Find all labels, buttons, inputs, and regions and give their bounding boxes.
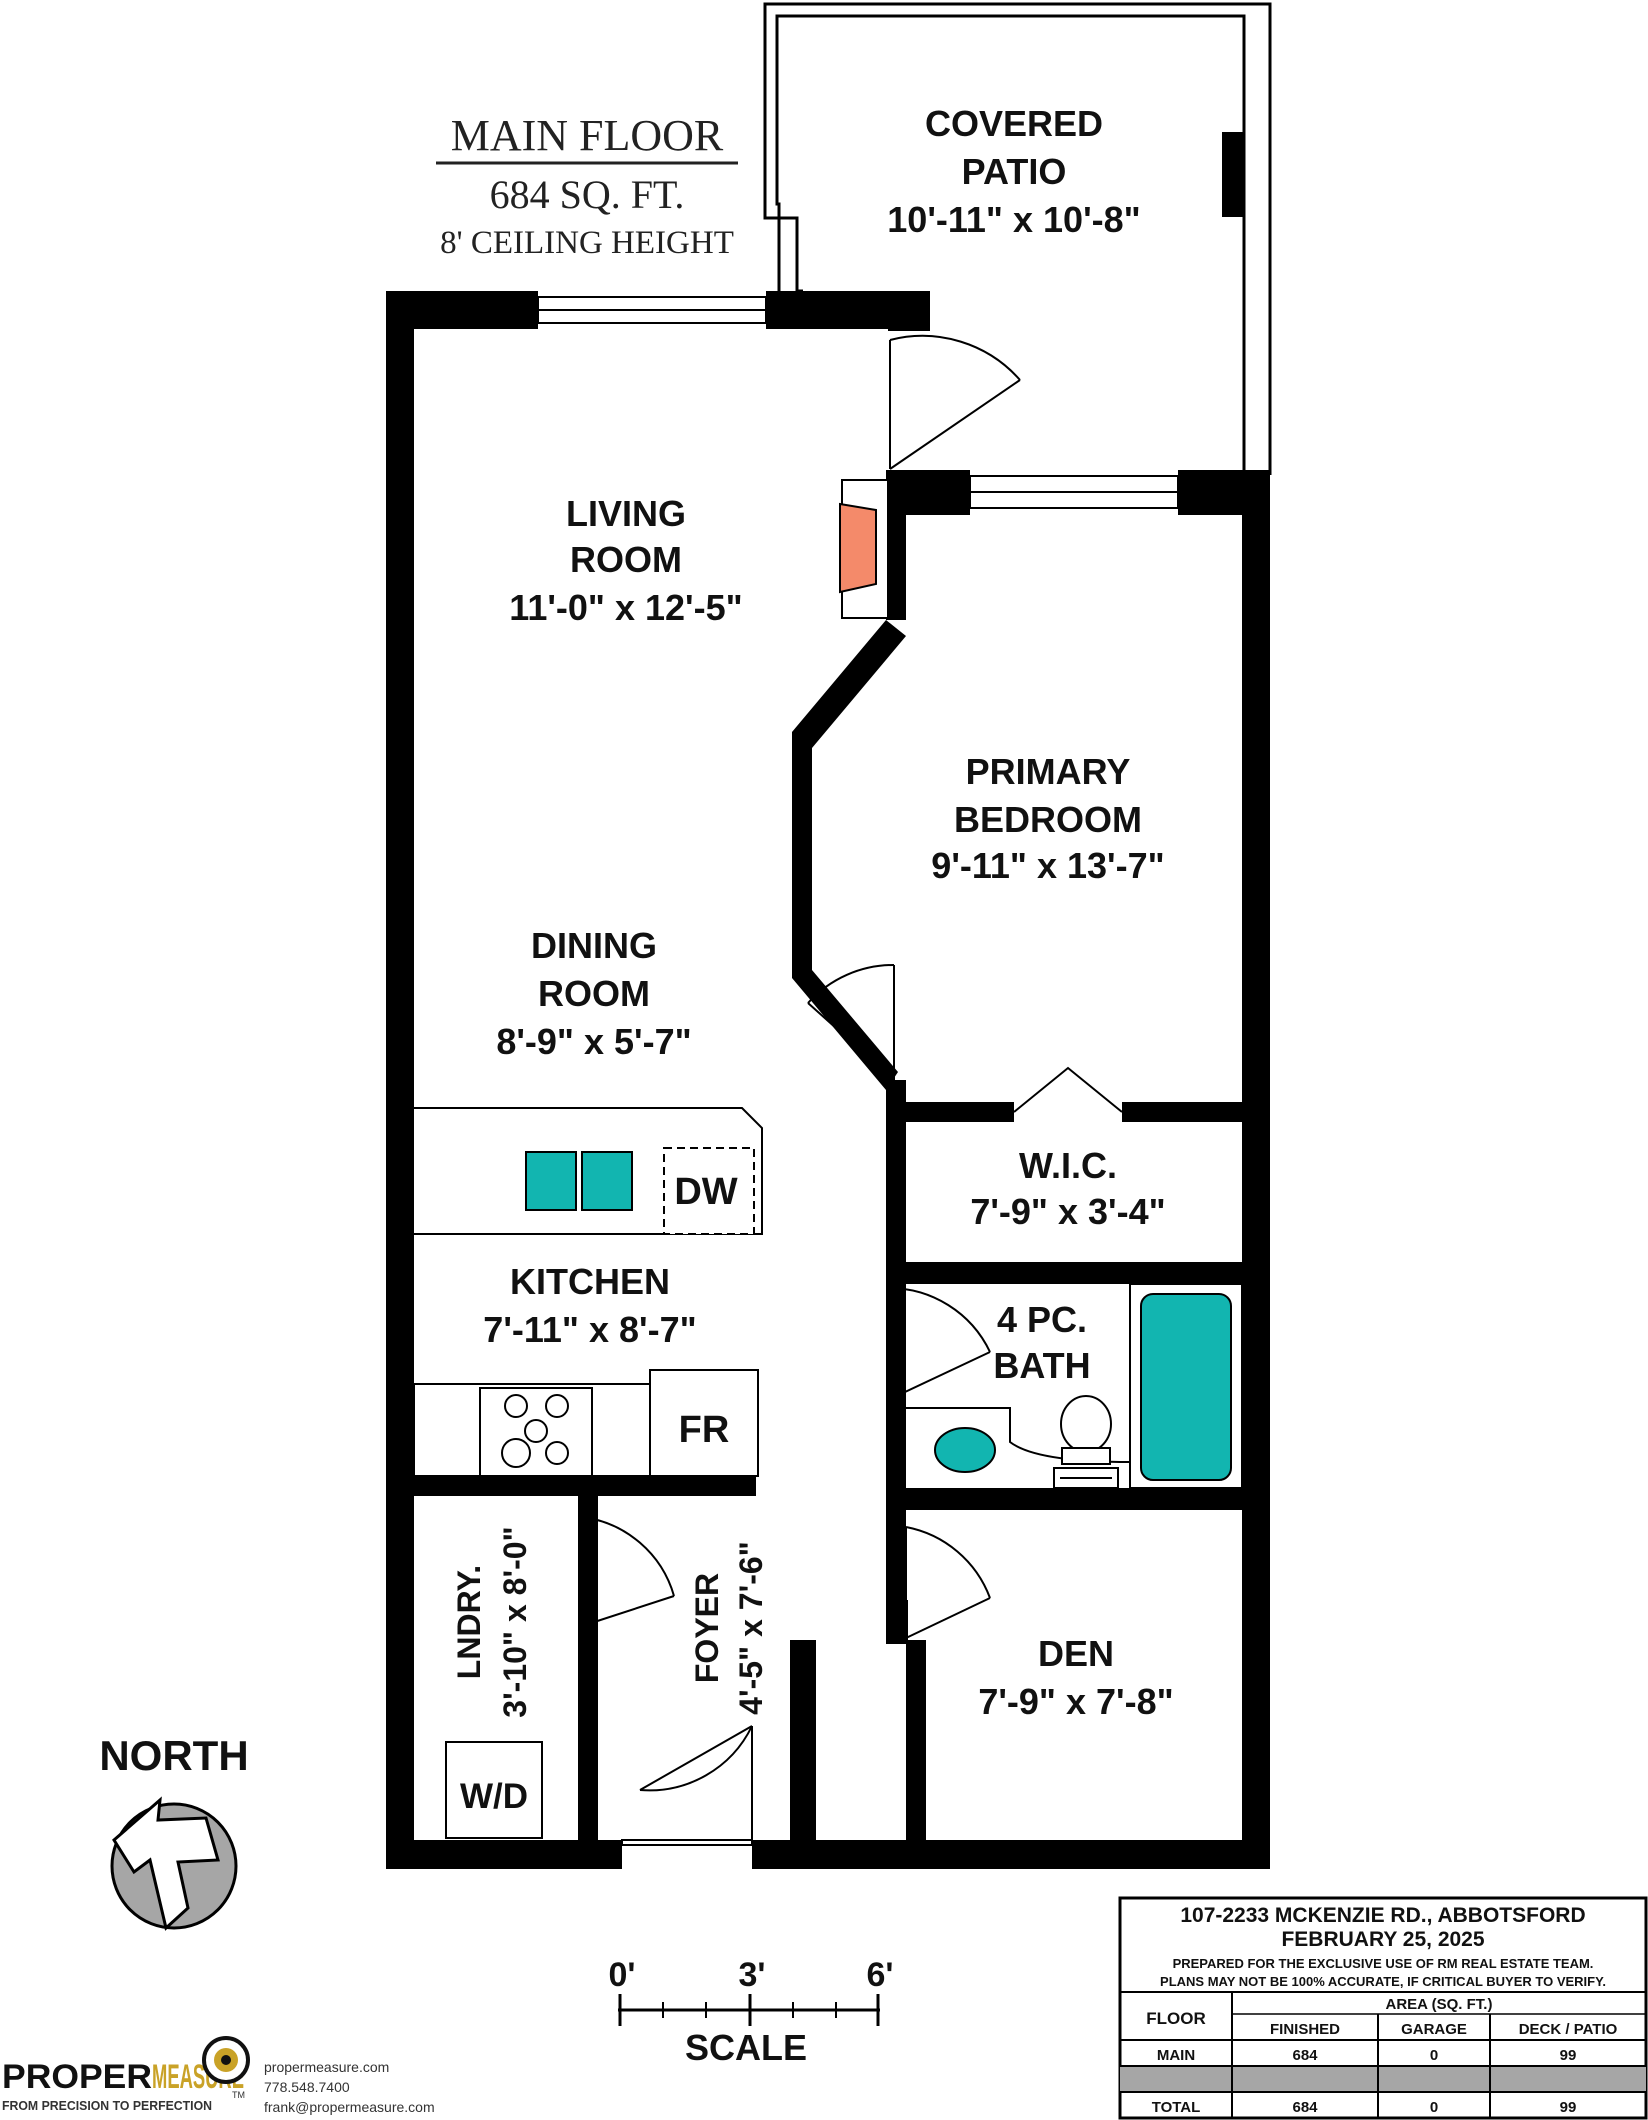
scale-tick-0: 0'	[609, 1956, 636, 1994]
laundry-label: LNDRY.	[451, 1565, 487, 1679]
washer-dryer-label: W/D	[460, 1777, 528, 1816]
row-main-finished: 684	[1292, 2047, 1318, 2064]
compass-label: NORTH	[99, 1732, 248, 1779]
patio-post	[1222, 132, 1244, 217]
property-address: 107-2233 MCKENZIE RD., ABBOTSFORD	[1180, 1904, 1585, 1927]
dining-label-2: ROOM	[538, 973, 650, 1014]
fireplace-hearth	[841, 479, 889, 619]
stove-burners-icon	[501, 1394, 569, 1468]
row-main-floor: MAIN	[1157, 2047, 1195, 2064]
fireplace-icon	[839, 502, 877, 594]
plan-date: FEBRUARY 25, 2025	[1281, 1928, 1484, 1951]
floor-area: 684 SQ. FT.	[490, 172, 685, 217]
laundry-dims: 3'-10" x 8'-0"	[497, 1526, 533, 1717]
floor-header: FLOOR	[1146, 2009, 1206, 2028]
scale-tick-3: 3'	[739, 1956, 766, 1994]
wic-label: W.I.C.	[1019, 1145, 1117, 1186]
scale-label: SCALE	[685, 2027, 807, 2068]
living-label-2: ROOM	[570, 539, 682, 580]
entry-threshold	[621, 1839, 753, 1846]
dining-label-1: DINING	[531, 925, 657, 966]
patio-label-2: PATIO	[962, 151, 1067, 192]
ceiling-height: 8' CEILING HEIGHT	[440, 225, 734, 261]
col-deck: DECK / PATIO	[1519, 2021, 1618, 2038]
washer-dryer	[445, 1741, 543, 1839]
kitchen-label: KITCHEN	[510, 1261, 670, 1302]
primary-label-2: BEDROOM	[954, 799, 1142, 840]
den-label: DEN	[1038, 1633, 1114, 1674]
dishwasher	[663, 1147, 755, 1235]
col-finished: FINISHED	[1270, 2021, 1340, 2038]
row-total-deck: 99	[1560, 2099, 1577, 2116]
primary-dims: 9'-11" x 13'-7"	[931, 845, 1164, 886]
patio-label-1: COVERED	[925, 103, 1103, 144]
refrigerator-label: FR	[679, 1409, 730, 1451]
walls	[386, 291, 1270, 1869]
brand-website: propermeasure.com	[264, 2059, 389, 2075]
brand-phone: 778.548.7400	[264, 2079, 350, 2095]
area-header: AREA (SQ. FT.)	[1386, 1996, 1493, 2013]
tub-surround	[1129, 1283, 1243, 1489]
brand-logo: PROPER MEASURE TM FROM PRECISION TO PERF…	[2, 2036, 250, 2113]
doors	[581, 334, 1123, 1840]
row-total-finished: 684	[1292, 2099, 1318, 2116]
living-dims: 11'-0" x 12'-5"	[509, 587, 742, 628]
floor-name: MAIN FLOOR	[451, 111, 724, 160]
row-main-deck: 99	[1560, 2047, 1577, 2064]
kitchen-island	[414, 1107, 763, 1235]
row-total-floor: TOTAL	[1152, 2099, 1201, 2116]
row-main-garage: 0	[1430, 2047, 1438, 2064]
wic-dims: 7'-9" x 3'-4"	[970, 1191, 1165, 1232]
vanity-sink-icon	[934, 1427, 996, 1473]
patio-dims: 10'-11" x 10'-8"	[887, 199, 1140, 240]
scale-tick-6: 6'	[867, 1956, 894, 1994]
kitchen-dims: 7'-11" x 8'-7"	[483, 1309, 696, 1350]
scale-bar	[618, 1994, 880, 2026]
dishwasher-label: DW	[674, 1171, 737, 1213]
north-arrow-icon	[110, 1796, 238, 1931]
foyer-label: FOYER	[689, 1573, 725, 1683]
logo-tm: TM	[232, 2090, 245, 2100]
primary-label-1: PRIMARY	[966, 751, 1131, 792]
den-dims: 7'-9" x 7'-8"	[978, 1681, 1173, 1722]
brand-email: frank@propermeasure.com	[264, 2099, 435, 2115]
dining-dims: 8'-9" x 5'-7"	[496, 1021, 691, 1062]
living-label-1: LIVING	[566, 493, 686, 534]
toilet-icon	[1053, 1395, 1119, 1489]
col-garage: GARAGE	[1401, 2021, 1467, 2038]
row-total-garage: 0	[1430, 2099, 1438, 2116]
note-exclusive: PREPARED FOR THE EXCLUSIVE USE OF RM REA…	[1173, 1956, 1594, 1971]
bath-label-1: 4 PC.	[997, 1299, 1087, 1340]
info-table: 107-2233 MCKENZIE RD., ABBOTSFORD FEBRUA…	[1118, 1896, 1648, 2120]
table-gray-row	[1120, 2066, 1646, 2092]
refrigerator	[649, 1369, 759, 1477]
foyer-dims: 4'-5" x 7'-6"	[733, 1541, 769, 1715]
bathtub-icon	[1140, 1293, 1232, 1481]
sink-right-icon	[581, 1151, 633, 1211]
bath-label-2: BATH	[993, 1345, 1090, 1386]
note-accuracy: PLANS MAY NOT BE 100% ACCURATE, IF CRITI…	[1160, 1974, 1606, 1989]
sink-left-icon	[525, 1151, 577, 1211]
logo-word-proper: PROPER	[2, 2058, 152, 2096]
logo-tagline: FROM PRECISION TO PERFECTION	[2, 2098, 212, 2113]
windows	[537, 296, 1179, 509]
